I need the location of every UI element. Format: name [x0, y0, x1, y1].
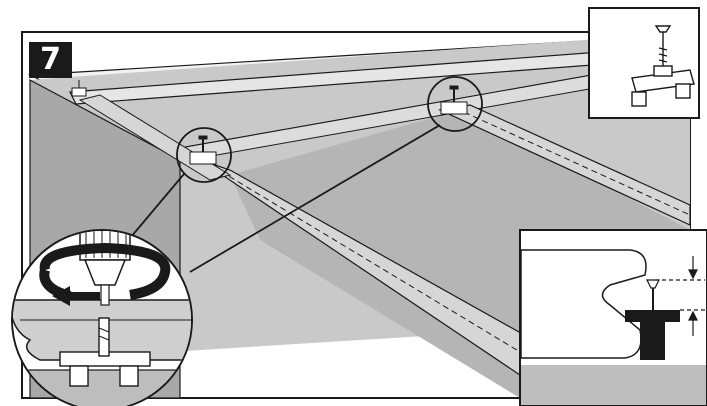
clip-cross-section: [625, 310, 680, 360]
clip-far-left: [71, 80, 87, 97]
callout-circle-right: [427, 76, 483, 132]
leader-line-2: [189, 124, 441, 273]
callout-circle-left: [176, 127, 232, 183]
magnifier-detail: [11, 229, 193, 406]
inset-screw-clip: [588, 7, 700, 119]
dimension-arrows-icon: [655, 256, 705, 336]
step-number-badge: 7: [29, 42, 72, 78]
inset-cross-section: [519, 229, 707, 406]
screw-icon: [654, 25, 672, 66]
clip-left: [189, 135, 217, 165]
clip-right: [440, 85, 468, 115]
rotate-arrow-icon: [39, 242, 171, 306]
hidden-fastener-clip-icon: [631, 65, 695, 107]
screw-icon: [98, 317, 110, 357]
drill-chuck-icon: [79, 231, 131, 306]
